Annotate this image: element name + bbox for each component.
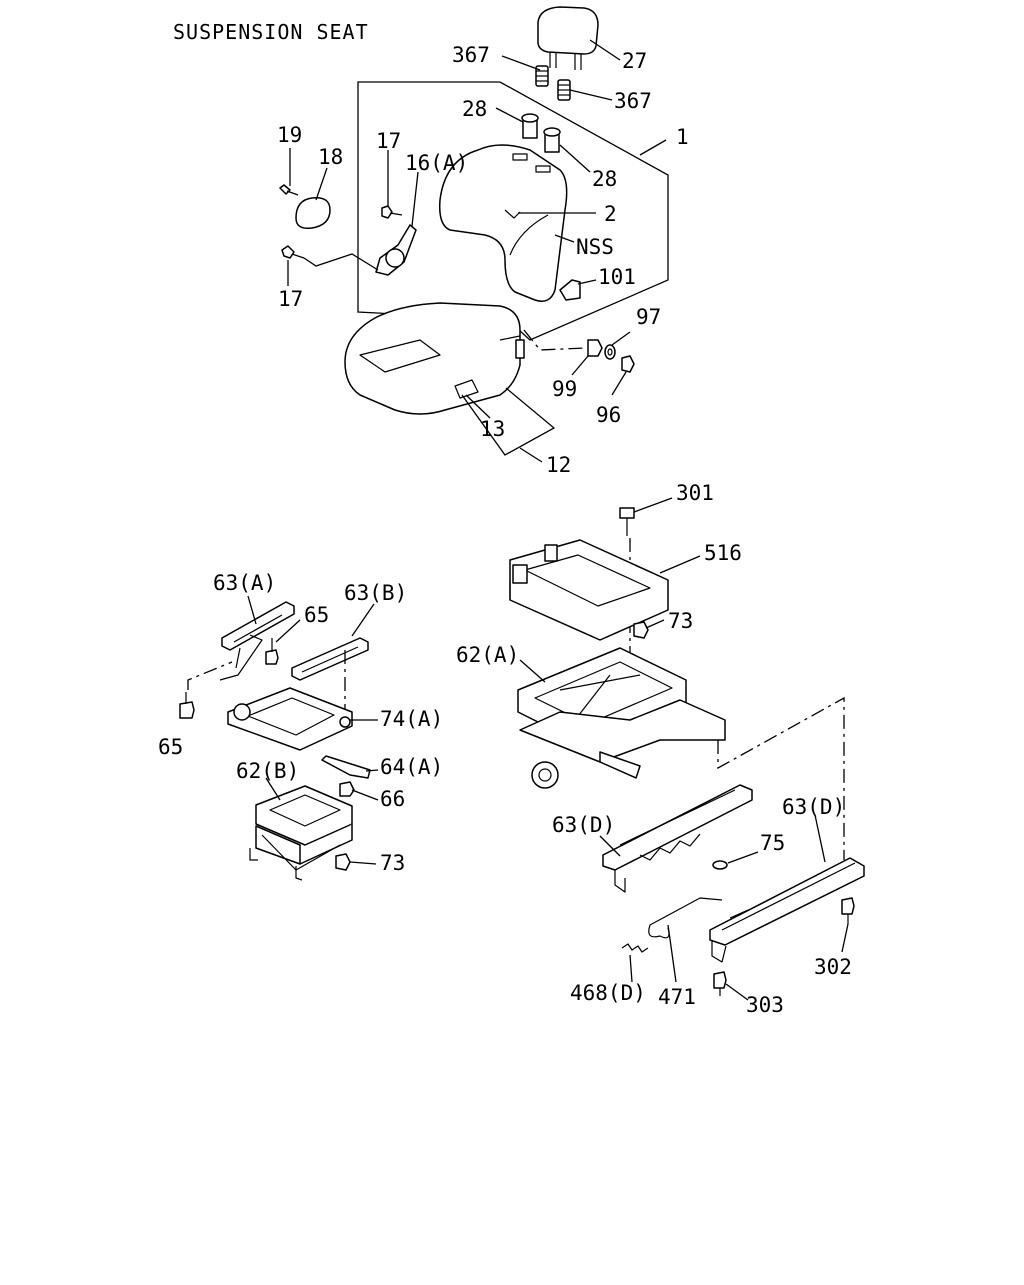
callout-73a: 73 — [668, 609, 693, 633]
callout-65b: 65 — [158, 735, 183, 759]
callout-28a: 28 — [462, 97, 487, 121]
diagram-title: SUSPENSION SEAT — [173, 20, 369, 44]
callout-516: 516 — [704, 541, 742, 565]
callout-63a: 63(A) — [213, 571, 276, 595]
callout-63d2: 63(D) — [782, 795, 845, 819]
callout-63b: 63(B) — [344, 581, 407, 605]
seat-frame-516 — [509, 539, 669, 641]
headrest-guide-28-right — [543, 127, 561, 153]
callout-12: 12 — [546, 453, 571, 477]
suspension-62b — [249, 785, 353, 881]
callout-62b: 62(B) — [236, 759, 299, 783]
nut-73-upper — [633, 621, 649, 639]
recliner-bolt-19 — [279, 184, 299, 196]
callout-nss: NSS — [576, 235, 614, 259]
callout-302: 302 — [814, 955, 852, 979]
nut-73-lower — [335, 853, 351, 871]
callout-74a: 74(A) — [380, 707, 443, 731]
seat-backrest — [438, 144, 568, 302]
bolt-65-upper — [265, 638, 279, 665]
callout-28b: 28 — [592, 167, 617, 191]
recliner-knob-18 — [295, 197, 331, 230]
headrest-guide-28-left — [521, 113, 539, 139]
callout-16a: 16(A) — [405, 151, 468, 175]
bolt-302 — [841, 897, 855, 924]
suspension-62a — [517, 647, 726, 789]
axis-line-65 — [187, 661, 233, 690]
callout-65a: 65 — [304, 603, 329, 627]
recliner-bolt-17-bottom — [281, 245, 305, 259]
axis-line-seat — [523, 329, 587, 351]
bracket-12 — [461, 387, 556, 456]
seat-cushion — [344, 302, 525, 415]
lever-64a — [321, 755, 371, 779]
frame-74a — [227, 687, 353, 751]
callout-17a: 17 — [376, 129, 401, 153]
spring-367-left — [535, 65, 549, 87]
callout-64a: 64(A) — [380, 755, 443, 779]
callout-62a: 62(A) — [456, 643, 519, 667]
callout-1: 1 — [676, 125, 689, 149]
callout-13: 13 — [480, 417, 505, 441]
callout-2: 2 — [604, 202, 617, 226]
callout-301: 301 — [676, 481, 714, 505]
callout-19: 19 — [277, 123, 302, 147]
callout-303: 303 — [746, 993, 784, 1017]
bolt-301 — [619, 507, 635, 536]
callout-18: 18 — [318, 145, 343, 169]
callout-66: 66 — [380, 787, 405, 811]
recliner-bolt-17-top — [381, 205, 403, 219]
rail-63b — [291, 637, 369, 681]
callout-101: 101 — [598, 265, 636, 289]
callout-367a: 367 — [452, 43, 490, 67]
rail-63d-left — [602, 784, 753, 893]
callout-73b: 73 — [380, 851, 405, 875]
callout-labels: 367 27 367 28 1 28 19 18 17 16(A) 2 NSS … — [158, 43, 852, 1017]
callout-468d: 468(D) — [570, 981, 646, 1005]
bolt-65-lower — [179, 692, 195, 719]
spring-367-right — [557, 79, 571, 101]
axis-line-rail-right — [717, 696, 845, 860]
callout-471: 471 — [658, 985, 696, 1009]
callout-17b: 17 — [278, 287, 303, 311]
headrest-27 — [537, 6, 599, 70]
callout-99: 99 — [552, 377, 577, 401]
callout-96: 96 — [596, 403, 621, 427]
callout-63d1: 63(D) — [552, 813, 615, 837]
rail-63a — [219, 601, 295, 681]
spring-468d — [621, 943, 649, 953]
callout-97: 97 — [636, 305, 661, 329]
rail-63d-right — [709, 857, 865, 963]
callout-75: 75 — [760, 831, 785, 855]
callout-27: 27 — [622, 49, 647, 73]
leader-lines — [247, 39, 849, 1001]
washer-97 — [604, 344, 616, 360]
recliner-16a — [375, 224, 417, 276]
callout-367b: 367 — [614, 89, 652, 113]
clip-101 — [559, 279, 581, 301]
recliner-link-line — [303, 253, 379, 271]
nut-96 — [621, 355, 635, 373]
nut-66 — [339, 781, 355, 797]
washer-75 — [712, 860, 728, 870]
assembly-bracket-1 — [357, 81, 669, 341]
nut-99 — [587, 339, 603, 357]
bolt-303 — [713, 971, 727, 996]
